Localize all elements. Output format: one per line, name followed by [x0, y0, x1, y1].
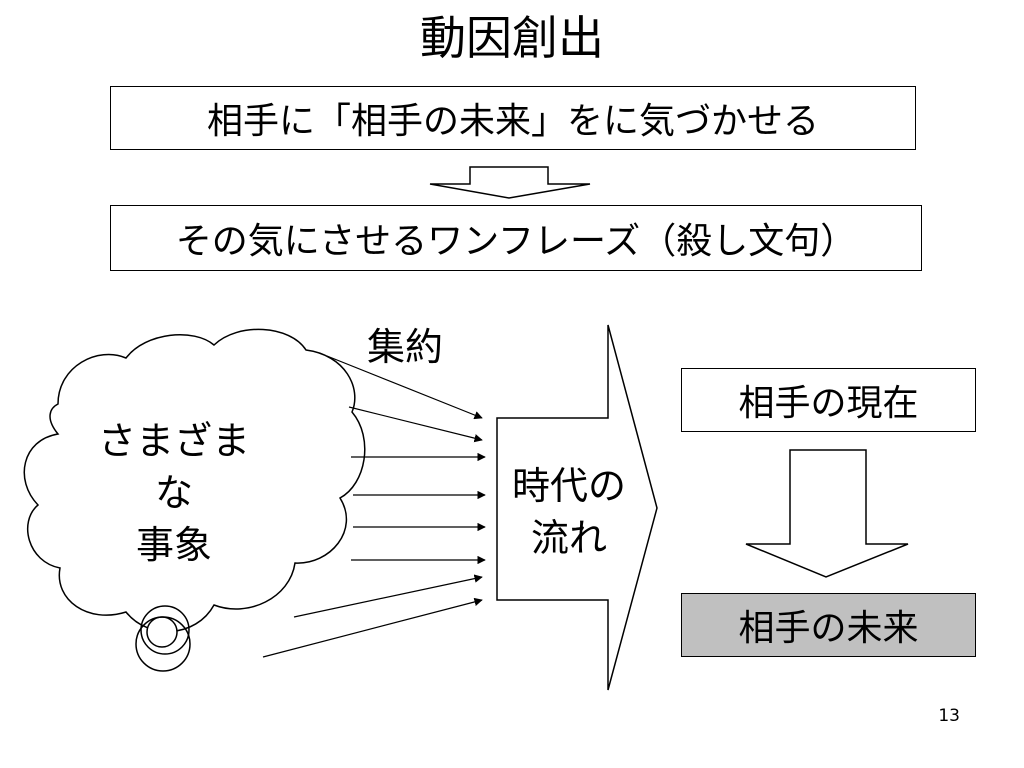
phrase-text: その気にさせるワンフレーズ（殺し文句）	[175, 221, 857, 262]
cloud-text-line-1: さまざま	[97, 419, 250, 463]
thought-bubble-small	[146, 616, 178, 648]
future-box: 相手の未来	[681, 593, 976, 657]
thought-cloud	[23, 328, 366, 633]
time-flow-text-line-1: 時代の	[511, 464, 626, 508]
time-flow-arrow	[496, 324, 658, 691]
time-flow-text: 時代の 流れ	[494, 460, 644, 564]
aggregation-label: 集約	[366, 325, 443, 369]
cloud-text: さまざま な 事象	[84, 415, 264, 571]
present-to-future-arrow	[745, 449, 909, 578]
cloud-text-line-3: 事象	[135, 523, 212, 567]
top-message-box: 相手に「相手の未来」をに気づかせる	[110, 86, 916, 150]
top-message-text: 相手に「相手の未来」をに気づかせる	[206, 101, 819, 142]
present-text: 相手の現在	[738, 383, 919, 424]
time-flow-text-line-2: 流れ	[530, 516, 607, 560]
flow-line-7	[293, 574, 483, 618]
phrase-box: その気にさせるワンフレーズ（殺し文句）	[110, 205, 922, 271]
slide-title: 動因創出	[420, 11, 604, 65]
page-number: 13	[938, 706, 960, 726]
flow-line-2	[348, 406, 483, 443]
thought-bubble-large	[135, 616, 191, 672]
flow-line-1	[326, 355, 483, 420]
present-box: 相手の現在	[681, 368, 976, 432]
flow-line-8	[262, 597, 483, 658]
cloud-text-line-2: な	[154, 471, 193, 515]
future-text: 相手の未来	[738, 608, 919, 649]
thought-bubble-medium	[140, 605, 190, 655]
top-down-arrow	[429, 166, 591, 199]
